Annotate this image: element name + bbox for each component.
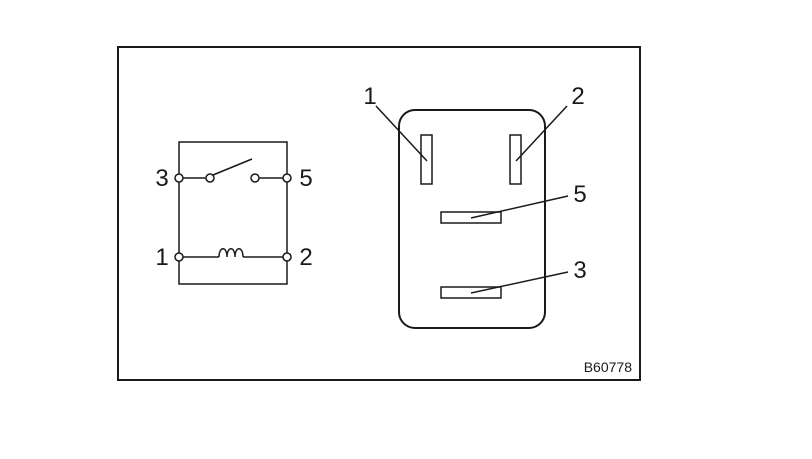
switch-pivot-contact: [205, 173, 215, 183]
relay-schematic: 3 5 1 2: [155, 141, 313, 285]
leader-line-1: [375, 105, 428, 162]
terminal-3-node: [174, 173, 184, 183]
switch-blade: [212, 158, 253, 176]
connector-body: [398, 109, 546, 329]
terminal-label-1: 1: [155, 244, 168, 271]
terminal-2-node: [282, 252, 292, 262]
pin-1-slot: [420, 134, 433, 185]
terminal-label-2: 2: [299, 244, 312, 271]
terminal-label-5: 5: [299, 165, 312, 192]
diagram-frame: [117, 46, 641, 381]
pin-label-5: 5: [573, 181, 586, 208]
pin-label-1: 1: [363, 83, 376, 110]
pin-label-2: 2: [571, 83, 584, 110]
terminal-1-node: [174, 252, 184, 262]
switch-fixed-contact: [250, 173, 260, 183]
pin-2-slot: [509, 134, 522, 185]
leader-line-5: [470, 195, 569, 219]
schematic-box: [178, 141, 288, 285]
figure-code: B60778: [584, 359, 632, 375]
terminal-label-3: 3: [155, 165, 168, 192]
relay-connector-view: 1 2 5 3: [363, 83, 587, 329]
pin-5-slot: [440, 211, 502, 224]
leader-line-3: [470, 271, 569, 294]
terminal-5-node: [282, 173, 292, 183]
pin-3-slot: [440, 286, 502, 299]
leader-line-2: [515, 105, 568, 162]
coil-symbol: [218, 248, 244, 258]
pin-label-3: 3: [573, 257, 586, 284]
